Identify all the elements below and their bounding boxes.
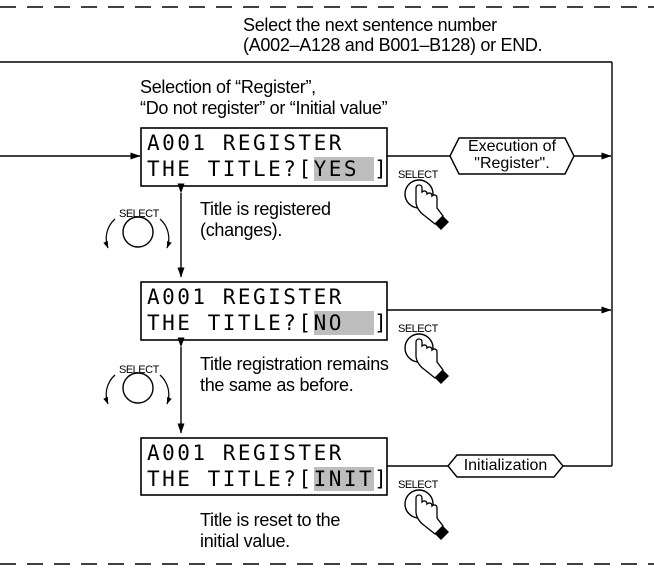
note-registered-line-2: (changes). xyxy=(200,220,283,240)
button-select-label: SELECT xyxy=(398,479,438,491)
knob-select-label: SELECT xyxy=(119,364,159,376)
lcd-yes-line-1: A001 REGISTER xyxy=(147,131,344,155)
note-unchanged-line-1: Title registration remains xyxy=(200,354,389,374)
lcd-screen-no xyxy=(140,281,388,341)
lcd-init-line-1: A001 REGISTER xyxy=(147,441,344,465)
lcd-selected-value: NO xyxy=(313,311,375,335)
selection-note-line-1: Selection of “Register”, xyxy=(140,77,316,97)
press-select-button-icon xyxy=(404,179,449,230)
lcd-prefix: THE TITLE?[ xyxy=(147,157,314,181)
button-select-label: SELECT xyxy=(398,323,438,335)
initialization-label: Initialization xyxy=(463,457,548,474)
note-registered-line-1: Title is registered xyxy=(200,199,331,219)
lcd-no-line-1: A001 REGISTER xyxy=(147,285,344,309)
note-reset-line-1: Title is reset to the xyxy=(200,510,341,530)
lcd-selected-value: INIT xyxy=(313,467,375,491)
note-unchanged-line-2: the same as before. xyxy=(200,375,354,395)
rotary-select-knob-icon xyxy=(103,372,172,405)
lcd-suffix: ] xyxy=(374,157,390,181)
press-select-button-icon xyxy=(404,333,449,384)
press-select-button-icon xyxy=(404,489,449,540)
button-select-label: SELECT xyxy=(398,169,438,181)
lcd-no-line-2: THE TITLE?[NO ] xyxy=(147,310,389,336)
header-line-1: Select the next sentence number xyxy=(243,15,497,35)
lcd-init-line-2: THE TITLE?[INIT] xyxy=(147,466,389,492)
lcd-selected-value: YES xyxy=(313,157,375,181)
register-execution-label-1: Execution of xyxy=(467,138,557,155)
selection-note-line-2: “Do not register” or “Initial value” xyxy=(140,98,388,118)
lcd-suffix: ] xyxy=(374,311,390,335)
register-execution-label-2: "Register". xyxy=(474,155,550,172)
lcd-yes-line-2: THE TITLE?[YES ] xyxy=(147,156,389,182)
rotary-select-knob-icon xyxy=(103,216,172,249)
lcd-prefix: THE TITLE?[ xyxy=(147,311,314,335)
lcd-suffix: ] xyxy=(374,467,390,491)
note-reset-line-2: initial value. xyxy=(200,531,290,551)
lcd-prefix: THE TITLE?[ xyxy=(147,467,314,491)
knob-select-label: SELECT xyxy=(119,208,159,220)
header-line-2: (A002–A128 and B001–B128) or END. xyxy=(243,35,543,55)
